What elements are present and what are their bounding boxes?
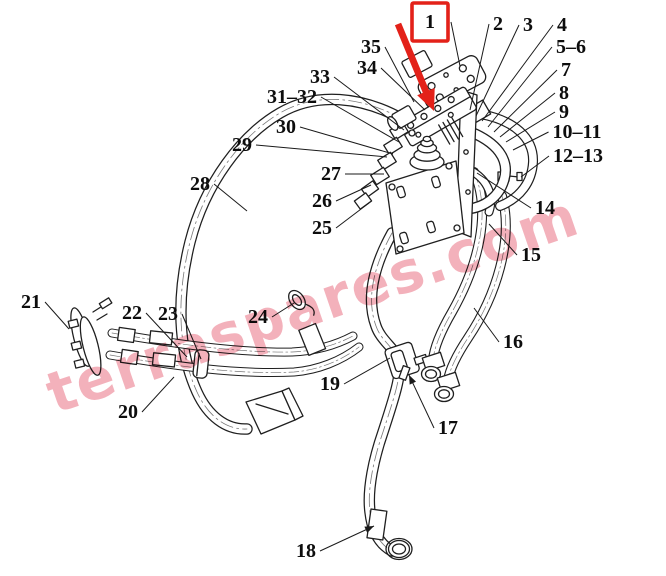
svg-text:22: 22 — [122, 302, 142, 324]
svg-text:5–6: 5–6 — [556, 36, 586, 58]
svg-text:8: 8 — [559, 82, 569, 104]
part-label-17: 17 — [408, 374, 458, 439]
part-label-12-13: 12–13 — [520, 145, 603, 178]
shaft-cone — [409, 135, 445, 171]
svg-text:35: 35 — [361, 36, 381, 58]
svg-text:27: 27 — [321, 163, 341, 185]
svg-text:33: 33 — [310, 66, 330, 88]
svg-text:25: 25 — [312, 217, 332, 239]
svg-text:1: 1 — [425, 11, 435, 33]
svg-text:4: 4 — [557, 14, 567, 36]
part-label-27: 27 — [321, 163, 384, 185]
svg-text:9: 9 — [559, 101, 569, 123]
svg-text:26: 26 — [312, 190, 332, 212]
svg-text:14: 14 — [535, 197, 555, 219]
svg-text:12–13: 12–13 — [553, 145, 603, 167]
clip-17 — [398, 365, 411, 381]
leader-arrowhead — [364, 526, 374, 533]
part-label-1: 1 — [410, 1, 461, 67]
part-label-24: 24 — [248, 302, 295, 328]
svg-text:7: 7 — [561, 59, 571, 81]
part-label-7: 7 — [493, 59, 571, 133]
flange-21 — [67, 297, 113, 376]
svg-text:34: 34 — [357, 57, 377, 79]
svg-text:10–11: 10–11 — [553, 121, 602, 143]
part-label-15: 15 — [488, 223, 541, 266]
part-label-10-11: 10–11 — [512, 121, 602, 151]
part-label-31-32: 31–32 — [267, 86, 400, 143]
pump-assembly — [353, 50, 511, 255]
svg-text:2: 2 — [493, 13, 503, 35]
svg-text:15: 15 — [521, 244, 541, 266]
part-label-28: 28 — [190, 173, 248, 212]
svg-text:16: 16 — [503, 331, 523, 353]
part-label-4: 4 — [481, 14, 567, 122]
svg-text:18: 18 — [296, 540, 316, 562]
twin-hoses-20 — [105, 326, 364, 378]
left-fittings — [353, 105, 417, 210]
svg-text:17: 17 — [438, 417, 458, 439]
part-label-30: 30 — [276, 116, 394, 155]
part-label-21: 21 — [21, 291, 70, 330]
part-label-18: 18 — [296, 525, 375, 562]
clip-24 — [288, 289, 315, 316]
clamp-23 — [192, 349, 210, 379]
hose-sleeve — [298, 322, 327, 357]
part-label-25: 25 — [312, 202, 370, 239]
leader-arrowhead — [409, 375, 417, 385]
svg-text:20: 20 — [118, 401, 138, 423]
hose-16 — [420, 191, 511, 403]
part-label-5-6: 5–6 — [487, 36, 586, 128]
svg-text:29: 29 — [232, 134, 252, 156]
svg-text:24: 24 — [248, 306, 268, 328]
svg-text:3: 3 — [523, 14, 533, 36]
part-label-22: 22 — [122, 302, 188, 358]
svg-text:21: 21 — [21, 291, 41, 313]
hose-18 — [363, 227, 413, 561]
clamp-19 — [384, 341, 429, 381]
highlight-arrow — [394, 22, 435, 112]
svg-text:19: 19 — [320, 373, 340, 395]
part-label-9: 9 — [505, 101, 569, 143]
part-label-2: 2 — [469, 13, 503, 111]
svg-text:30: 30 — [276, 116, 296, 138]
part-label-29: 29 — [232, 134, 388, 158]
svg-text:28: 28 — [190, 173, 210, 195]
highlight-box — [410, 1, 450, 43]
part-label-8: 8 — [499, 82, 569, 138]
pump-plate-lower — [385, 160, 465, 255]
part-label-35: 35 — [361, 36, 415, 103]
part-label-20: 20 — [118, 376, 175, 423]
part-label-26: 26 — [312, 184, 372, 212]
part-label-14: 14 — [476, 172, 555, 219]
highlight-arrow-layer — [394, 22, 435, 112]
svg-text:23: 23 — [158, 303, 178, 325]
hose-28 — [175, 93, 410, 435]
part-label-33: 33 — [310, 66, 405, 131]
part-label-23: 23 — [158, 303, 202, 360]
part-label-19: 19 — [320, 357, 391, 395]
svg-text:31–32: 31–32 — [267, 86, 317, 108]
part-label-34: 34 — [357, 57, 426, 111]
part-label-16: 16 — [473, 307, 523, 353]
part-label-3: 3 — [475, 14, 533, 117]
